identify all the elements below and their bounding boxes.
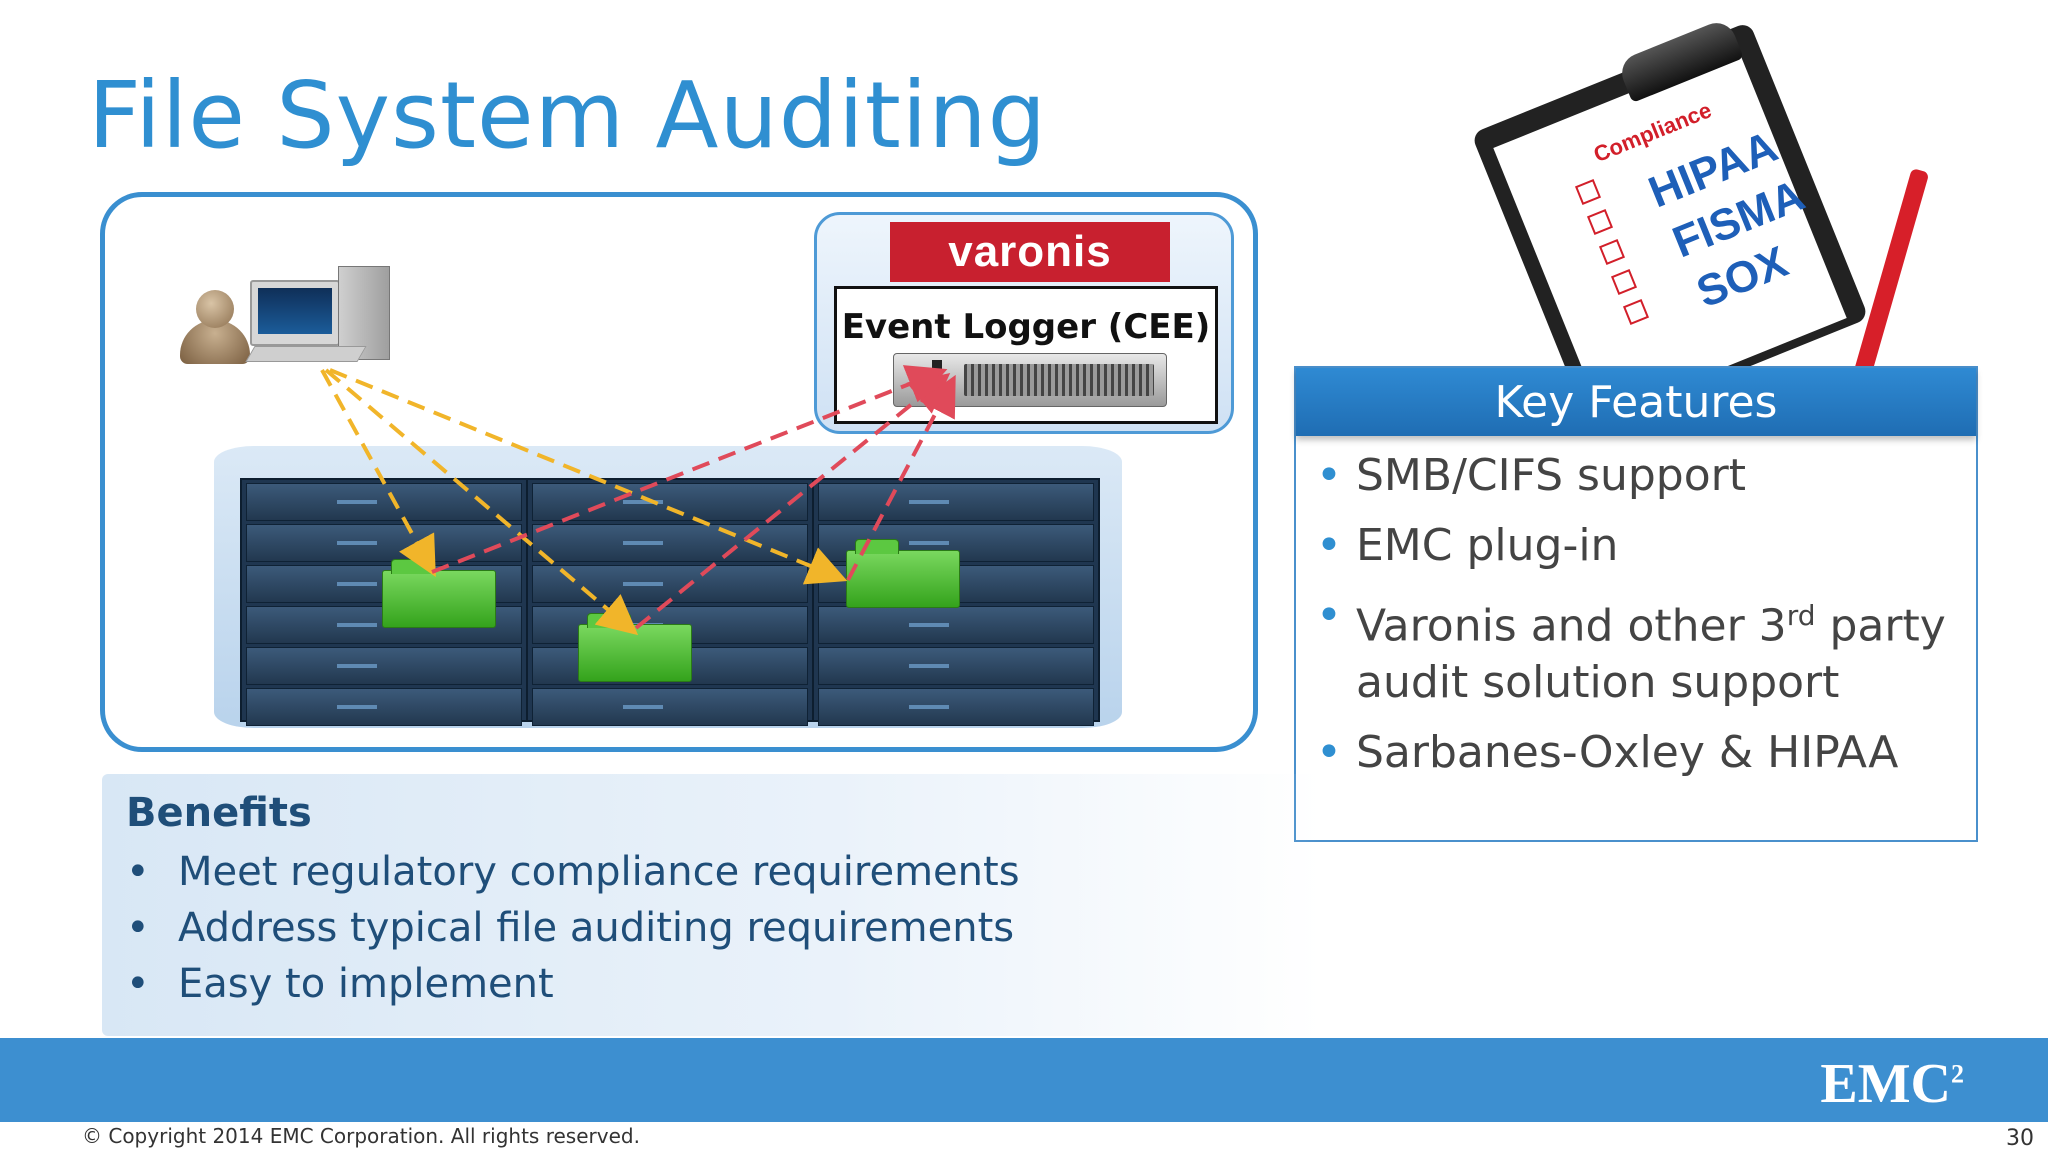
footer-band: EMC2 xyxy=(0,1038,2048,1122)
folder-icon xyxy=(382,559,496,628)
keyboard-icon xyxy=(245,346,367,362)
compliance-clipboard-image: Compliance HIPAA FISMA SOX xyxy=(1470,17,1960,431)
copyright-notice: © Copyright 2014 EMC Corporation. All ri… xyxy=(82,1124,640,1148)
key-features-box: Key Features •SMB/CIFS support •EMC plug… xyxy=(1294,366,1978,842)
storage-rack xyxy=(526,478,814,726)
list-item: •SMB/CIFS support xyxy=(1316,450,1746,501)
list-item: •Easy to implement xyxy=(126,961,554,1007)
key-features-header: Key Features xyxy=(1296,368,1976,436)
benefits-title: Benefits xyxy=(126,790,312,836)
page-number: 30 xyxy=(2006,1126,2034,1151)
pen-icon xyxy=(1848,167,1930,395)
event-logger-label: Event Logger (CEE) xyxy=(841,307,1211,347)
computer-tower-icon xyxy=(338,266,390,360)
user-head-icon xyxy=(196,290,234,328)
folder-icon xyxy=(846,539,960,608)
list-item: •Address typical file auditing requireme… xyxy=(126,905,1015,951)
list-item: •Varonis and other 3rd party audit solut… xyxy=(1316,590,1946,708)
benefits-box: Benefits •Meet regulatory compliance req… xyxy=(102,774,1322,1036)
varonis-logo: varonis xyxy=(890,222,1170,282)
list-item: •Sarbanes-Oxley & HIPAA xyxy=(1316,726,1899,778)
emc-logo: EMC2 xyxy=(1820,1053,1964,1115)
server-icon xyxy=(893,353,1167,407)
folder-icon xyxy=(578,613,692,682)
list-item: •EMC plug-in xyxy=(1316,520,1619,571)
monitor-icon xyxy=(250,280,340,346)
benefits-list: •Meet regulatory compliance requirements… xyxy=(126,844,1020,1012)
key-features-list: •SMB/CIFS support •EMC plug-in •Varonis … xyxy=(1316,448,1966,795)
event-logger-box: Event Logger (CEE) xyxy=(834,286,1218,424)
slide-title: File System Auditing xyxy=(88,62,1048,169)
list-item: •Meet regulatory compliance requirements xyxy=(126,849,1020,895)
